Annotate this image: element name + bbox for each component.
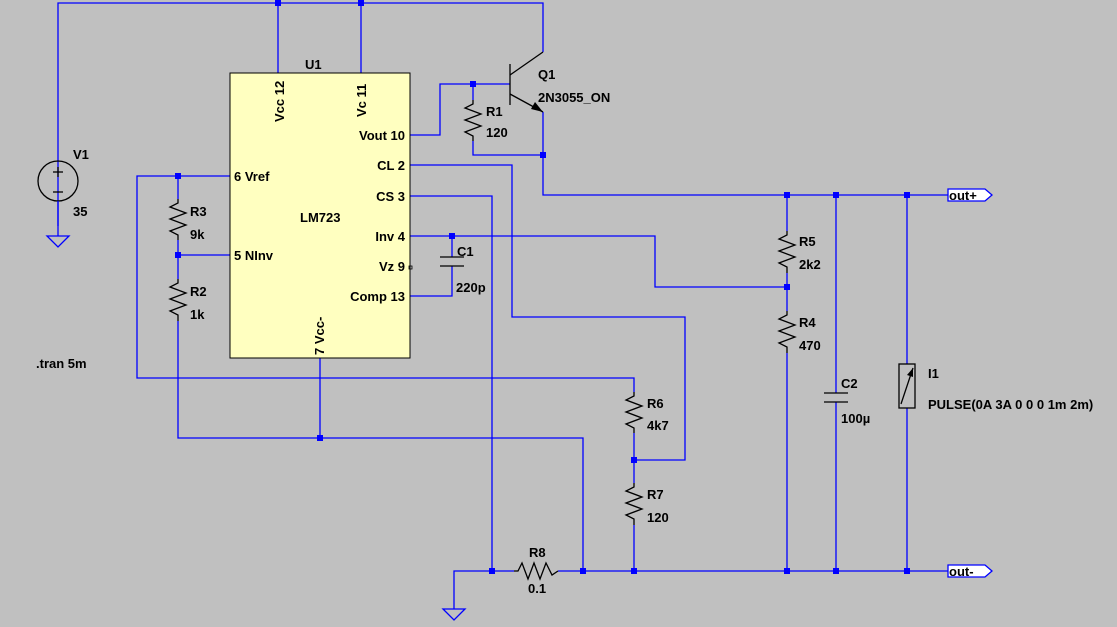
- q1-ref-label: Q1: [538, 67, 555, 82]
- r8-ref-label: R8: [529, 545, 546, 560]
- c1-value-label: 220p: [456, 280, 486, 295]
- i1-value-label: PULSE(0A 3A 0 0 0 1m 2m): [928, 397, 1093, 412]
- spice-directive[interactable]: .tran 5m: [36, 356, 87, 371]
- port-out-pos-label: out+: [949, 188, 977, 203]
- current-source-i1[interactable]: I1 PULSE(0A 3A 0 0 0 1m 2m): [898, 363, 1093, 412]
- pin-ninv5-label: 5 NInv: [234, 248, 274, 263]
- ic-u1[interactable]: U1 LM723 Vcc 12 Vc 11 Vout 10 CL 2 CS 3 …: [229, 57, 413, 359]
- wires: [57, 2, 948, 609]
- ground-symbol-main: [441, 608, 467, 621]
- resistor-r2[interactable]: R2 1k: [168, 279, 207, 322]
- resistor-r5[interactable]: R5 2k2: [777, 231, 821, 273]
- resistor-r7[interactable]: R7 120: [624, 483, 669, 525]
- ground-symbol-v1: [45, 235, 71, 248]
- port-out-neg-label: out-: [949, 564, 974, 579]
- voltage-source-v1[interactable]: V1 35: [37, 147, 89, 236]
- r5-value-label: 2k2: [799, 257, 821, 272]
- i1-ref-label: I1: [928, 366, 939, 381]
- transistor-q1[interactable]: Q1 2N3055_ON: [509, 51, 610, 113]
- r1-value-label: 120: [486, 125, 508, 140]
- resistor-r4[interactable]: R4 470: [777, 311, 821, 353]
- r4-value-label: 470: [799, 338, 821, 353]
- r8-value-label: 0.1: [528, 581, 546, 596]
- ic-part-label: LM723: [300, 210, 340, 225]
- capacitor-c2[interactable]: C2 100µ: [824, 376, 870, 426]
- c2-ref-label: C2: [841, 376, 858, 391]
- resistor-r1[interactable]: R1 120: [463, 100, 508, 141]
- ic-ref-label: U1: [305, 57, 322, 72]
- pin-vcc7-label: 7 Vcc-: [312, 317, 327, 355]
- r2-value-label: 1k: [190, 307, 205, 322]
- r6-ref-label: R6: [647, 396, 664, 411]
- pin-vout10-label: Vout 10: [359, 128, 405, 143]
- pin-comp13-label: Comp 13: [350, 289, 405, 304]
- r7-ref-label: R7: [647, 487, 664, 502]
- resistor-r6[interactable]: R6 4k7: [624, 392, 669, 433]
- pin-inv4-label: Inv 4: [375, 229, 405, 244]
- r4-ref-label: R4: [799, 315, 816, 330]
- r3-ref-label: R3: [190, 204, 207, 219]
- capacitor-c1[interactable]: C1 220p: [440, 244, 486, 295]
- r5-ref-label: R5: [799, 234, 816, 249]
- r3-value-label: 9k: [190, 227, 205, 242]
- pin-cl2-label: CL 2: [377, 158, 405, 173]
- pin-vz9-marker: [408, 265, 413, 270]
- r7-value-label: 120: [647, 510, 669, 525]
- port-out-pos[interactable]: out+: [947, 188, 993, 203]
- pin-vcc12-label: Vcc 12: [272, 81, 287, 122]
- resistor-r8[interactable]: R8 0.1: [514, 545, 559, 596]
- pin-vc11-label: Vc 11: [354, 84, 369, 117]
- v1-ref-label: V1: [73, 147, 89, 162]
- pin-vref6-label: 6 Vref: [234, 169, 270, 184]
- c2-value-label: 100µ: [841, 411, 870, 426]
- v1-value-label: 35: [73, 204, 87, 219]
- pin-cs3-label: CS 3: [376, 189, 405, 204]
- port-out-neg[interactable]: out-: [947, 564, 993, 579]
- r6-value-label: 4k7: [647, 418, 669, 433]
- pin-vz9-label: Vz 9: [379, 259, 405, 274]
- resistor-r3[interactable]: R3 9k: [168, 199, 207, 242]
- c1-ref-label: C1: [457, 244, 474, 259]
- r1-ref-label: R1: [486, 104, 503, 119]
- junctions: [175, 0, 910, 574]
- q1-part-label: 2N3055_ON: [538, 90, 610, 105]
- r2-ref-label: R2: [190, 284, 207, 299]
